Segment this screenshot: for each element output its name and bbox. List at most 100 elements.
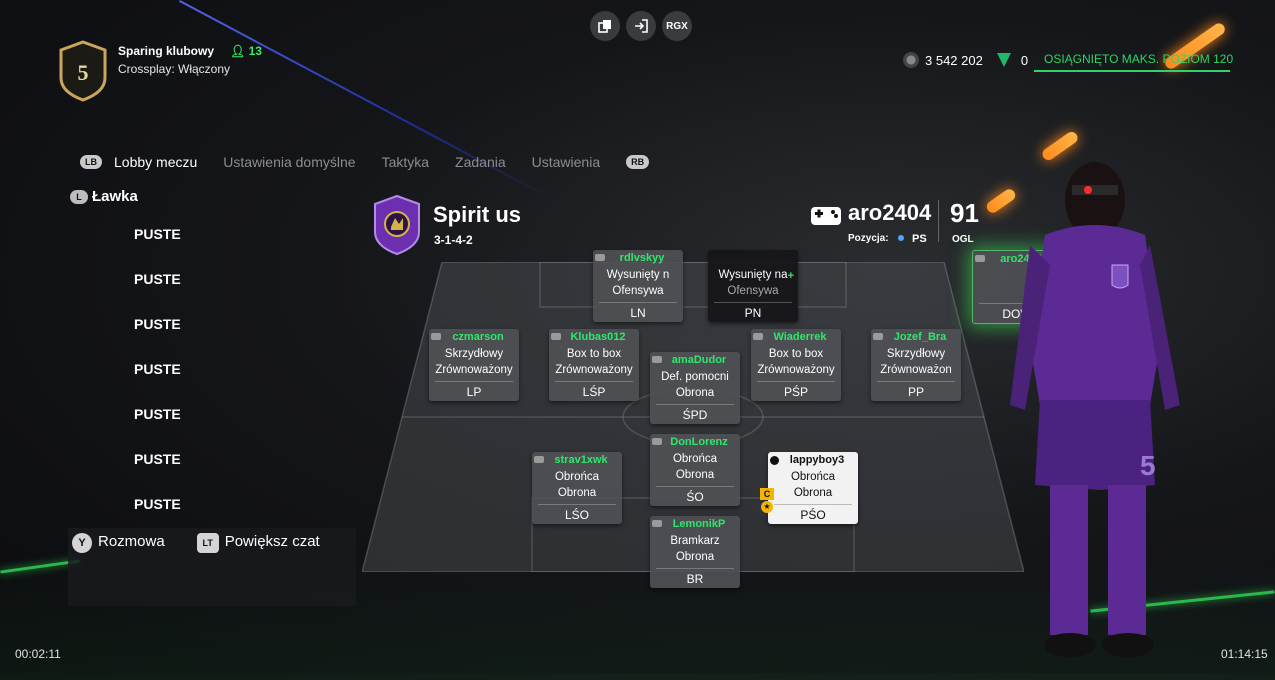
session-timer: 01:14:15 — [1221, 647, 1268, 661]
captain-badge: C — [760, 488, 774, 500]
controller-icon — [652, 438, 662, 445]
level-status[interactable]: OSIĄGNIĘTO MAKS. POZIOM 120 — [1044, 52, 1234, 66]
card-role: Obrońca — [554, 471, 600, 483]
card-position: PN — [744, 306, 762, 320]
controller-icon — [770, 456, 779, 465]
card-position: LP — [466, 385, 482, 399]
points-value: 0 — [1020, 52, 1029, 68]
bench-slot[interactable]: PUSTE — [134, 226, 181, 242]
card-player-name: Klubas012 — [570, 331, 626, 343]
card-role: Wysunięty n — [606, 269, 670, 281]
copy-icon[interactable] — [590, 11, 620, 41]
card-focus: Obrona — [675, 551, 715, 563]
divider — [938, 200, 939, 242]
player-card-lso[interactable]: strav1xwk Obrońca Obrona LŚO — [532, 452, 622, 524]
bench-header: L Ławka — [70, 188, 138, 205]
card-player-name: czmarson — [452, 331, 504, 343]
controller-icon — [811, 207, 841, 225]
card-focus: Obrona — [675, 387, 715, 399]
card-player-name: rdlvskyy — [619, 252, 665, 264]
player-card-so[interactable]: DonLorenz Obrońca Obrona ŚO — [650, 434, 740, 506]
card-role: Skrzydłowy — [444, 348, 504, 360]
card-player-name: Jozef_Bra — [893, 331, 947, 343]
coins-value: 3 542 202 — [925, 52, 983, 68]
player-card-pp[interactable]: Jozef_Bra Skrzydłowy Zrównoważon PP — [871, 329, 961, 401]
rgx-icon[interactable]: RGX — [662, 11, 692, 41]
y-button-icon: Y — [72, 533, 92, 553]
exit-icon[interactable] — [626, 11, 656, 41]
club-crest-icon — [374, 194, 420, 256]
match-timer: 00:02:11 — [15, 647, 61, 661]
rating-label: OGL — [952, 234, 974, 245]
card-role: Wysunięty na — [718, 269, 788, 281]
badge-number: 5 — [78, 60, 89, 85]
bench-slot[interactable]: PUSTE — [134, 271, 181, 287]
controller-icon — [652, 356, 662, 363]
player-rating: 91 — [950, 198, 979, 228]
bench-slot[interactable]: PUSTE — [134, 496, 181, 512]
tab-bar: LB Lobby meczu Ustawienia domyślne Takty… — [80, 154, 650, 170]
player-card-ln[interactable]: rdlvskyy Wysunięty n Ofensywa LN — [593, 250, 683, 322]
top-icon-bar: RGX — [590, 11, 692, 41]
svg-text:5: 5 — [1140, 450, 1156, 481]
card-focus: Zrównoważony — [757, 364, 835, 376]
controller-icon — [975, 255, 985, 262]
card-position: PŚP — [783, 385, 808, 399]
card-position: BR — [686, 572, 704, 586]
controller-icon — [652, 520, 662, 527]
card-focus: Ofensywa — [727, 285, 779, 297]
bench-slot[interactable]: PUSTE — [134, 406, 181, 422]
player-card-br[interactable]: LemonikP Bramkarz Obrona BR — [650, 516, 740, 588]
card-focus: Zrównoważon — [880, 364, 952, 376]
card-focus: Obrona — [675, 469, 715, 481]
tab-match-lobby[interactable]: Lobby meczu — [114, 154, 198, 170]
player-card-lp[interactable]: czmarson Skrzydłowy Zrównoważony LP — [429, 329, 519, 401]
currency-bar: 3 542 202 0 — [903, 52, 1028, 68]
rb-button-icon[interactable]: RB — [626, 155, 650, 169]
card-role: Def. pomocni — [661, 371, 729, 383]
lb-button-icon[interactable]: LB — [80, 155, 102, 169]
members-count: 👤︎ 13 — [230, 44, 262, 58]
controller-icon — [873, 333, 883, 340]
card-role: Obrońca — [790, 471, 836, 483]
star-icon: ★ — [761, 501, 773, 513]
card-focus: Ofensywa — [612, 285, 664, 297]
team-name: Spirit us — [433, 202, 522, 227]
player-card-lsp[interactable]: Klubas012 Box to box Zrównoważony LŚP — [549, 329, 639, 401]
card-position: PŚO — [800, 508, 826, 522]
tab-objectives[interactable]: Zadania — [455, 154, 506, 170]
division-badge-icon: 5 — [59, 40, 107, 102]
formation: 3-1-4-2 — [434, 233, 473, 247]
card-player-name: LemonikP — [672, 518, 726, 530]
card-player-name: DonLorenz — [670, 436, 728, 448]
player-card-spd[interactable]: amaDudor Def. pomocni Obrona ŚPD — [650, 352, 740, 424]
controller-icon — [595, 254, 605, 261]
points-icon — [996, 53, 1011, 67]
bench-slot[interactable]: PUSTE — [134, 451, 181, 467]
tab-settings[interactable]: Ustawienia — [531, 154, 601, 170]
controller-icon — [753, 333, 763, 340]
bench-slot[interactable]: PUSTE — [134, 361, 181, 377]
card-position: ŚO — [686, 490, 704, 504]
card-focus: Zrównoważony — [435, 364, 513, 376]
mode-title: Sparing klubowy — [118, 44, 215, 58]
player-card-psp[interactable]: Wiaderrek Box to box Zrównoważony PŚP — [751, 329, 841, 401]
card-position: PP — [907, 385, 924, 399]
player-card-pn[interactable]: Wysunięty na + Ofensywa PN — [708, 250, 798, 322]
add-icon[interactable]: + — [787, 270, 794, 282]
coin-icon — [903, 52, 919, 68]
status-dot-icon — [898, 235, 904, 241]
bench-slot[interactable]: PUSTE — [134, 316, 181, 332]
tab-tactics[interactable]: Taktyka — [381, 154, 430, 170]
card-position: ŚPD — [682, 408, 708, 422]
tab-default-settings[interactable]: Ustawienia domyślne — [223, 154, 356, 170]
card-position: LŚO — [564, 508, 589, 522]
player-card-pso[interactable]: lappyboy3 Obrońca Obrona PŚO — [768, 452, 858, 524]
card-position: LŚP — [582, 385, 606, 399]
position-value: PS — [912, 233, 927, 245]
card-position: LN — [630, 306, 646, 320]
controller-icon — [534, 456, 544, 463]
